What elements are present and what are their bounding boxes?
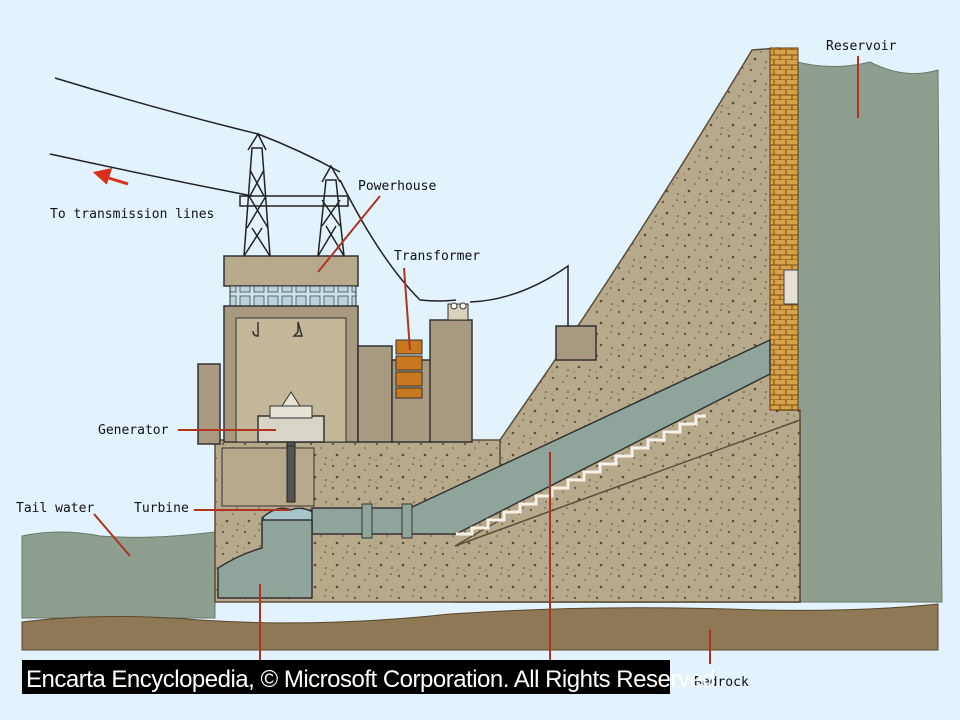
label-reservoir: Reservoir (826, 39, 897, 54)
leader-tail-water (93, 513, 131, 557)
direction-arrow-icon (92, 167, 129, 186)
switch-house (555, 325, 597, 361)
transformer-house (429, 319, 473, 443)
label-to-transmission-lines: To transmission lines (50, 207, 214, 222)
label-bedrock: Bedrock (694, 675, 749, 690)
penstock-valve-2 (401, 503, 413, 539)
label-tail-water: Tail water (16, 501, 94, 516)
brick-facing (769, 47, 799, 411)
credit-text: Encarta Encyclopedia, © Microsoft Corpor… (26, 666, 721, 693)
label-turbine: Turbine (134, 501, 189, 516)
powerhouse-roof (223, 255, 359, 287)
gate-slot (783, 269, 799, 305)
annex-block (357, 345, 393, 443)
transmission-tower-right (317, 164, 345, 257)
leader-transformer (403, 267, 411, 351)
power-line-lower (49, 153, 253, 197)
crane-hooks (252, 321, 303, 337)
tower-crossarm (239, 195, 349, 207)
power-line-to-transformer (339, 179, 457, 302)
draft-tube (217, 519, 313, 599)
label-transformer: Transformer (394, 249, 480, 264)
stair-steps (456, 414, 706, 536)
label-generator: Generator (98, 423, 169, 438)
turbine-shaft-lower (286, 445, 296, 503)
reservoir-water (789, 59, 943, 603)
powerhouse-windows (229, 285, 357, 307)
power-line-upper (54, 77, 341, 173)
label-powerhouse: Powerhouse (358, 179, 436, 194)
power-line-to-switch (469, 264, 569, 326)
leader-powerhouse (317, 195, 381, 273)
transmission-tower-left (243, 132, 271, 257)
penstock-valve-1 (361, 503, 373, 539)
generator-hall (235, 317, 347, 443)
foundation (214, 418, 801, 603)
turbine-casing (221, 447, 315, 507)
credit-band (22, 660, 670, 694)
side-wall-left (197, 363, 221, 445)
tail-water (21, 531, 216, 619)
transformer-icon (395, 339, 423, 399)
insulator-icon (447, 302, 469, 321)
